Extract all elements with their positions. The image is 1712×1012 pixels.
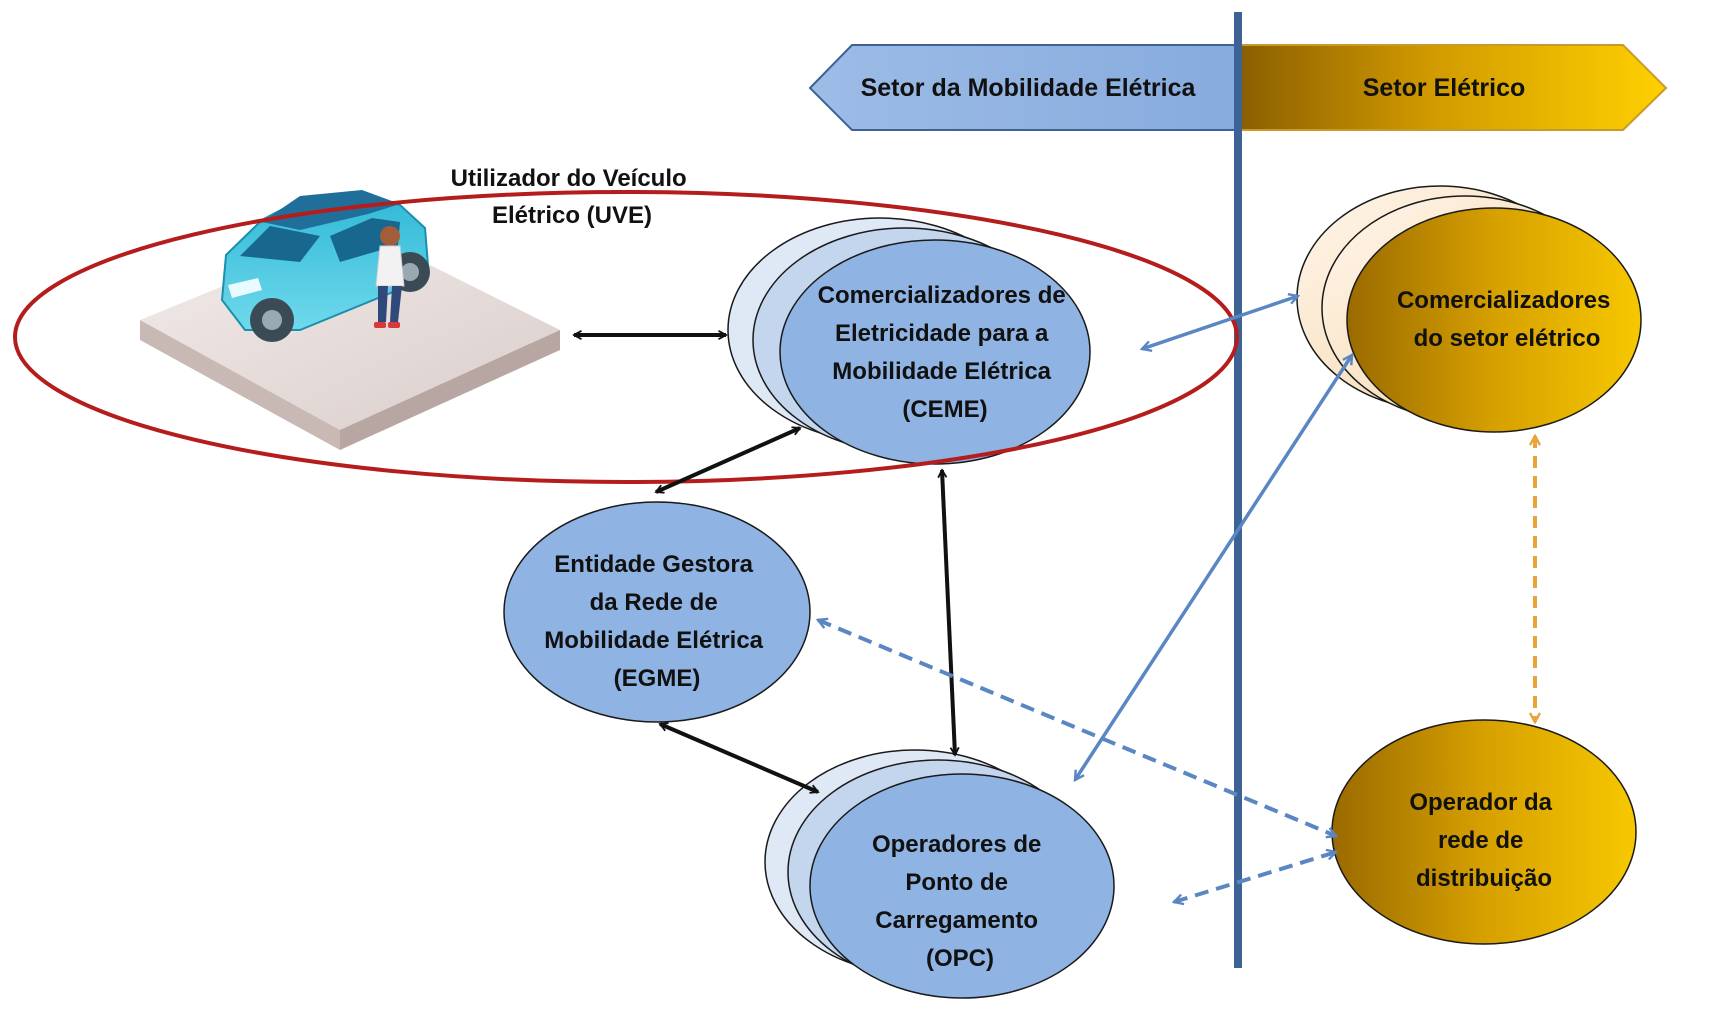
comercializadores-label-line-2: do setor elétrico	[1414, 325, 1601, 352]
opc-label: Operadores de Ponto de Carregamento (OPC…	[872, 831, 1048, 972]
comercializadores-label: Comercializadores do setor elétrico	[1397, 287, 1617, 352]
electric-car-with-user-icon	[140, 190, 560, 450]
uve-label-line-2: Elétrico (UVE)	[492, 202, 652, 229]
ceme-label-line-2: Eletricidade para a	[835, 320, 1049, 347]
operador-label-line-2: rede de	[1438, 827, 1523, 854]
connector-ceme-egme	[656, 426, 800, 494]
mobility-sector-label: Setor da Mobilidade Elétrica	[861, 74, 1197, 102]
connector-ceme-comercializadores	[1142, 296, 1298, 349]
operador-label: Operador da rede de distribuição	[1409, 789, 1558, 892]
opc-label-line-3: Carregamento	[875, 907, 1038, 934]
electric-sector-label: Setor Elétrico	[1363, 74, 1526, 102]
uve-label: Utilizador do Veículo Elétrico (UVE)	[451, 165, 694, 229]
sector-banners: Setor da Mobilidade Elétrica Setor Elétr…	[808, 44, 1668, 131]
operador-label-line-3: distribuição	[1416, 865, 1552, 892]
opc-label-line-2: Ponto de	[905, 869, 1008, 896]
opc-label-line-4: (OPC)	[926, 945, 994, 972]
egme-node: Entidade Gestora da Rede de Mobilidade E…	[503, 501, 811, 723]
operador-label-line-1: Operador da	[1409, 789, 1552, 816]
egme-label-line-1: Entidade Gestora	[554, 551, 753, 578]
opc-label-line-1: Operadores de	[872, 831, 1041, 858]
connector-egme-opc	[660, 722, 818, 794]
ceme-label-line-1: Comercializadores de	[818, 282, 1066, 309]
connector-egme-operador	[818, 620, 1336, 836]
operador-node: Operador da rede de distribuição	[1331, 719, 1637, 945]
connector-opc-comercializadores	[1073, 355, 1354, 780]
egme-label: Entidade Gestora da Rede de Mobilidade E…	[544, 551, 769, 692]
uve-label-line-1: Utilizador do Veículo	[451, 165, 687, 192]
ceme-label-line-4: (CEME)	[902, 396, 987, 423]
comercializadores-label-line-1: Comercializadores	[1397, 287, 1610, 314]
opc-node: Operadores de Ponto de Carregamento (OPC…	[764, 749, 1115, 999]
egme-label-line-3: Mobilidade Elétrica	[544, 627, 763, 654]
connector-ceme-opc	[942, 470, 955, 755]
ceme-label: Comercializadores de Eletricidade para a…	[818, 282, 1073, 423]
egme-label-line-4: (EGME)	[614, 665, 701, 692]
comercializadores-node: Comercializadores do setor elétrico	[1296, 185, 1642, 433]
connector-opc-operador	[1174, 852, 1336, 902]
egme-label-line-2: da Rede de	[590, 589, 718, 616]
ceme-label-line-3: Mobilidade Elétrica	[832, 358, 1051, 385]
ceme-node: Comercializadores de Eletricidade para a…	[727, 217, 1091, 465]
connectors	[574, 296, 1535, 902]
